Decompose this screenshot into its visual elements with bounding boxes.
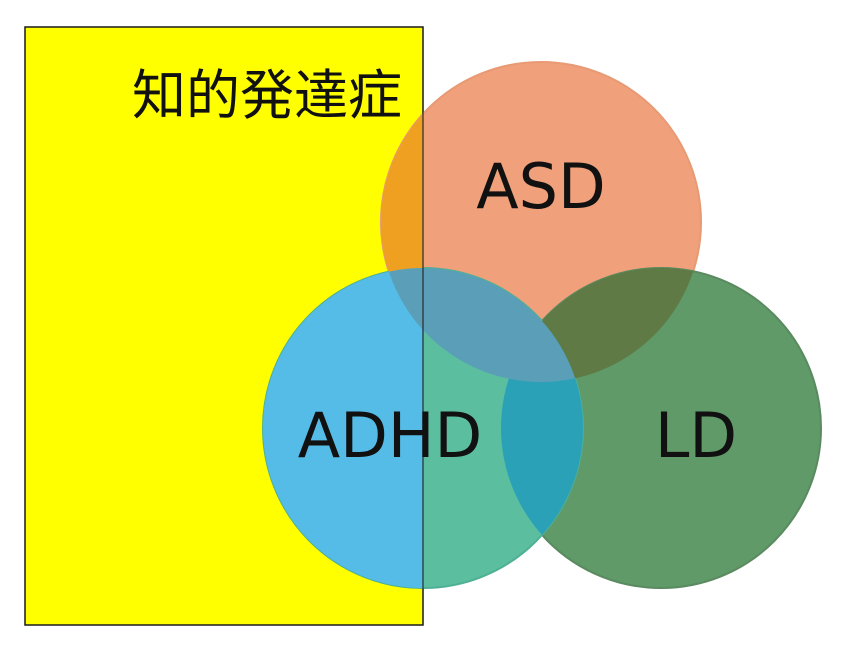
asd-adhd-overlap [381,268,583,382]
rectangle-label: 知的発達症 [132,64,402,127]
asd-ld-overlap [501,268,701,382]
adhd-rect-overlap [263,268,423,588]
adhd-label: ADHD [298,399,483,472]
ld-label: LD [655,399,737,472]
asd-label: ASD [476,150,606,223]
